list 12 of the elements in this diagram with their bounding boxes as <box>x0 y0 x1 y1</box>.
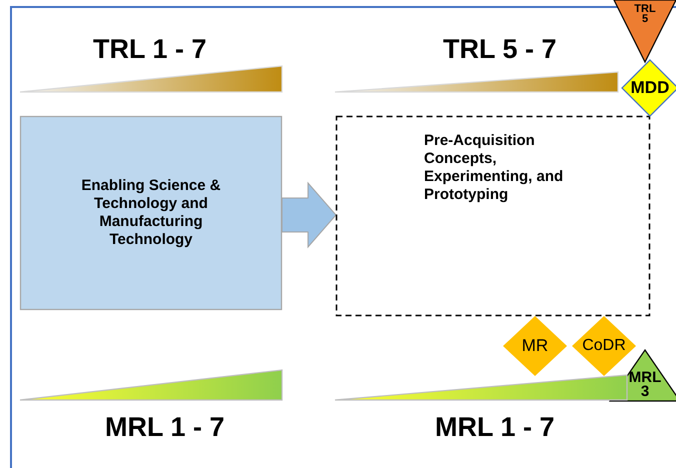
range-label: MRL 1 - 7 <box>435 412 555 443</box>
node-label: CoDR <box>582 336 626 356</box>
node-label: MRL 3 <box>628 370 662 399</box>
range-label: TRL 1 - 7 <box>93 34 207 65</box>
block-arrow <box>282 182 337 248</box>
range-label: TRL 5 - 7 <box>443 34 557 65</box>
range-label: MRL 1 - 7 <box>105 412 225 443</box>
node-label: Enabling Science & Technology and Manufacturing Technology <box>80 177 222 249</box>
node-label: Pre-Acquisition Concepts, Experimenting, and Prototyping <box>424 132 564 204</box>
node-label: TRL 5 <box>633 4 657 25</box>
node-label: MDD <box>630 78 670 98</box>
node-label: MR <box>522 336 548 356</box>
